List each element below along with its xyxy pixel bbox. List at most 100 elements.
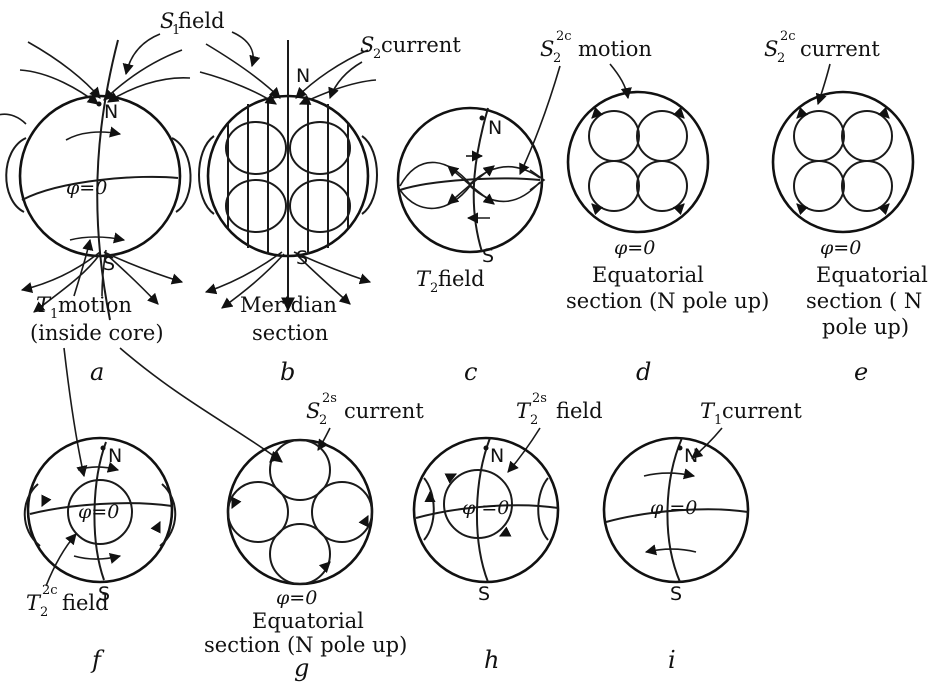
tip-arrow-c [529,169,546,191]
lobe-c2 [399,185,471,210]
panel-h: T 2 2s field N S φ =0 h [412,391,603,674]
s1-field-subscript: 1 [172,23,180,38]
t1-motion-symbol: T [36,293,52,317]
motion-arrow-a1 [65,126,122,141]
north-pole-dot-c [479,115,485,121]
panel-g: S 2 2s current φ=0 Equatorial section (N… [204,391,424,682]
loop-b2 [289,121,351,175]
panel-a: N S φ=0 S 1 field T 1 motion (inside cor… [0,9,261,386]
t2-field-symbol: T [416,267,432,291]
south-label-f: S [98,583,110,605]
equator-i [605,508,749,523]
side-loop-right-h [537,477,549,541]
cell-arrow-e2 [877,106,890,119]
panel-f: N S φ=0 T 2 2c field f [23,436,177,674]
t22c-field-subscript: 2 [40,605,48,620]
cell-arrow-g4 [318,561,331,574]
sphere-i [602,436,750,584]
current-arrow-i1 [643,468,696,480]
field-line-a6 [20,251,101,294]
field-line-a5 [0,113,27,125]
panel-c: N S T 2 field c [396,106,546,386]
panel-letter-g: g [294,654,309,682]
cell-d1 [588,110,640,162]
cell-arrow-g3 [358,514,369,528]
s22c-motion-text: motion [578,37,652,61]
cell-arrow-d1 [591,106,604,119]
cell-g-top [269,439,331,501]
caption-d-line1: Equatorial [592,263,704,287]
north-label-i: N [684,445,698,467]
central-loop-f [67,479,133,545]
caption-e-line1: Equatorial [816,263,928,287]
phi-label-i: φ =0 [650,497,697,519]
side-loop-left-f [23,483,41,547]
field-line-b1 [199,71,277,105]
s22c-motion-callout: S 2 2c motion [519,29,652,176]
cell-g-bottom [269,523,331,585]
t22s-field-superscript: 2s [532,391,547,406]
field-line-a7 [33,253,101,313]
s22c-current-subscript: 2 [777,51,785,66]
sphere-g [226,438,374,586]
panel-i: T 1 current N S φ =0 i [602,399,802,674]
pointer-to-panel-f [63,347,88,478]
south-label-i: S [670,583,682,605]
meridian-c [472,107,489,253]
caption-g-line2: section (N pole up) [204,633,407,657]
field-line-b6 [221,253,285,309]
s22s-current-subscript: 2 [319,413,327,428]
field-line-a4 [103,49,183,101]
t22c-field-superscript: 2c [42,583,58,598]
cell-arrow-e4 [877,203,890,216]
panel-letter-h: h [484,646,499,674]
cell-g-right [311,481,373,543]
panel-b: N S S 2 current Meridian section b [198,33,461,386]
s2-current-text: current [381,33,461,57]
field-line-a8 [103,251,184,285]
south-label-b: S [296,247,308,269]
t1-motion-subscript: 1 [50,307,58,322]
radial-arrow-c2 [447,184,471,205]
loop-b1 [225,121,287,175]
radial-arrow-c3 [469,165,495,186]
north-label-h: N [490,445,504,467]
t22c-field-text: field [62,591,109,615]
lobe-c1 [399,161,471,187]
loop-b4 [289,179,351,233]
field-line-a1 [19,69,99,105]
cell-e2 [841,110,893,162]
north-pole-dot-h [483,445,489,451]
north-label-a: N [104,101,118,123]
lobe-c3 [469,165,541,185]
cell-arrow-g2 [231,496,242,510]
s22c-motion-subscript: 2 [553,51,561,66]
field-line-b7 [293,251,372,285]
meridian-i [666,437,683,583]
sphere-e [771,90,915,234]
north-label-b: N [296,65,310,87]
caption-e-line3: pole up) [822,315,909,339]
current-arrow-i2 [644,544,697,556]
field-line-b5 [204,251,283,295]
motion-arrow-a2 [69,232,126,244]
cell-arrow-e3 [796,203,809,216]
side-loop-left-b [198,135,215,215]
t22s-field-subscript: 2 [530,413,538,428]
equator-f [29,502,173,515]
north-pole-dot-f [100,445,106,451]
t1-current-text: current [722,399,802,423]
meridian-f [93,441,107,581]
field-line-a2 [27,41,101,99]
caption-d-line2: section (N pole up) [566,289,769,313]
side-loop-right-b [361,135,378,215]
cell-arrow-d3 [591,203,604,216]
s22c-motion-symbol: S [540,37,554,61]
field-line-b4 [295,49,369,99]
south-label-h: S [478,583,490,605]
t1-motion-text: motion [58,293,132,317]
t1-current-symbol: T [700,399,716,423]
north-label-c: N [488,117,502,139]
s22c-current-pointer [815,63,831,106]
